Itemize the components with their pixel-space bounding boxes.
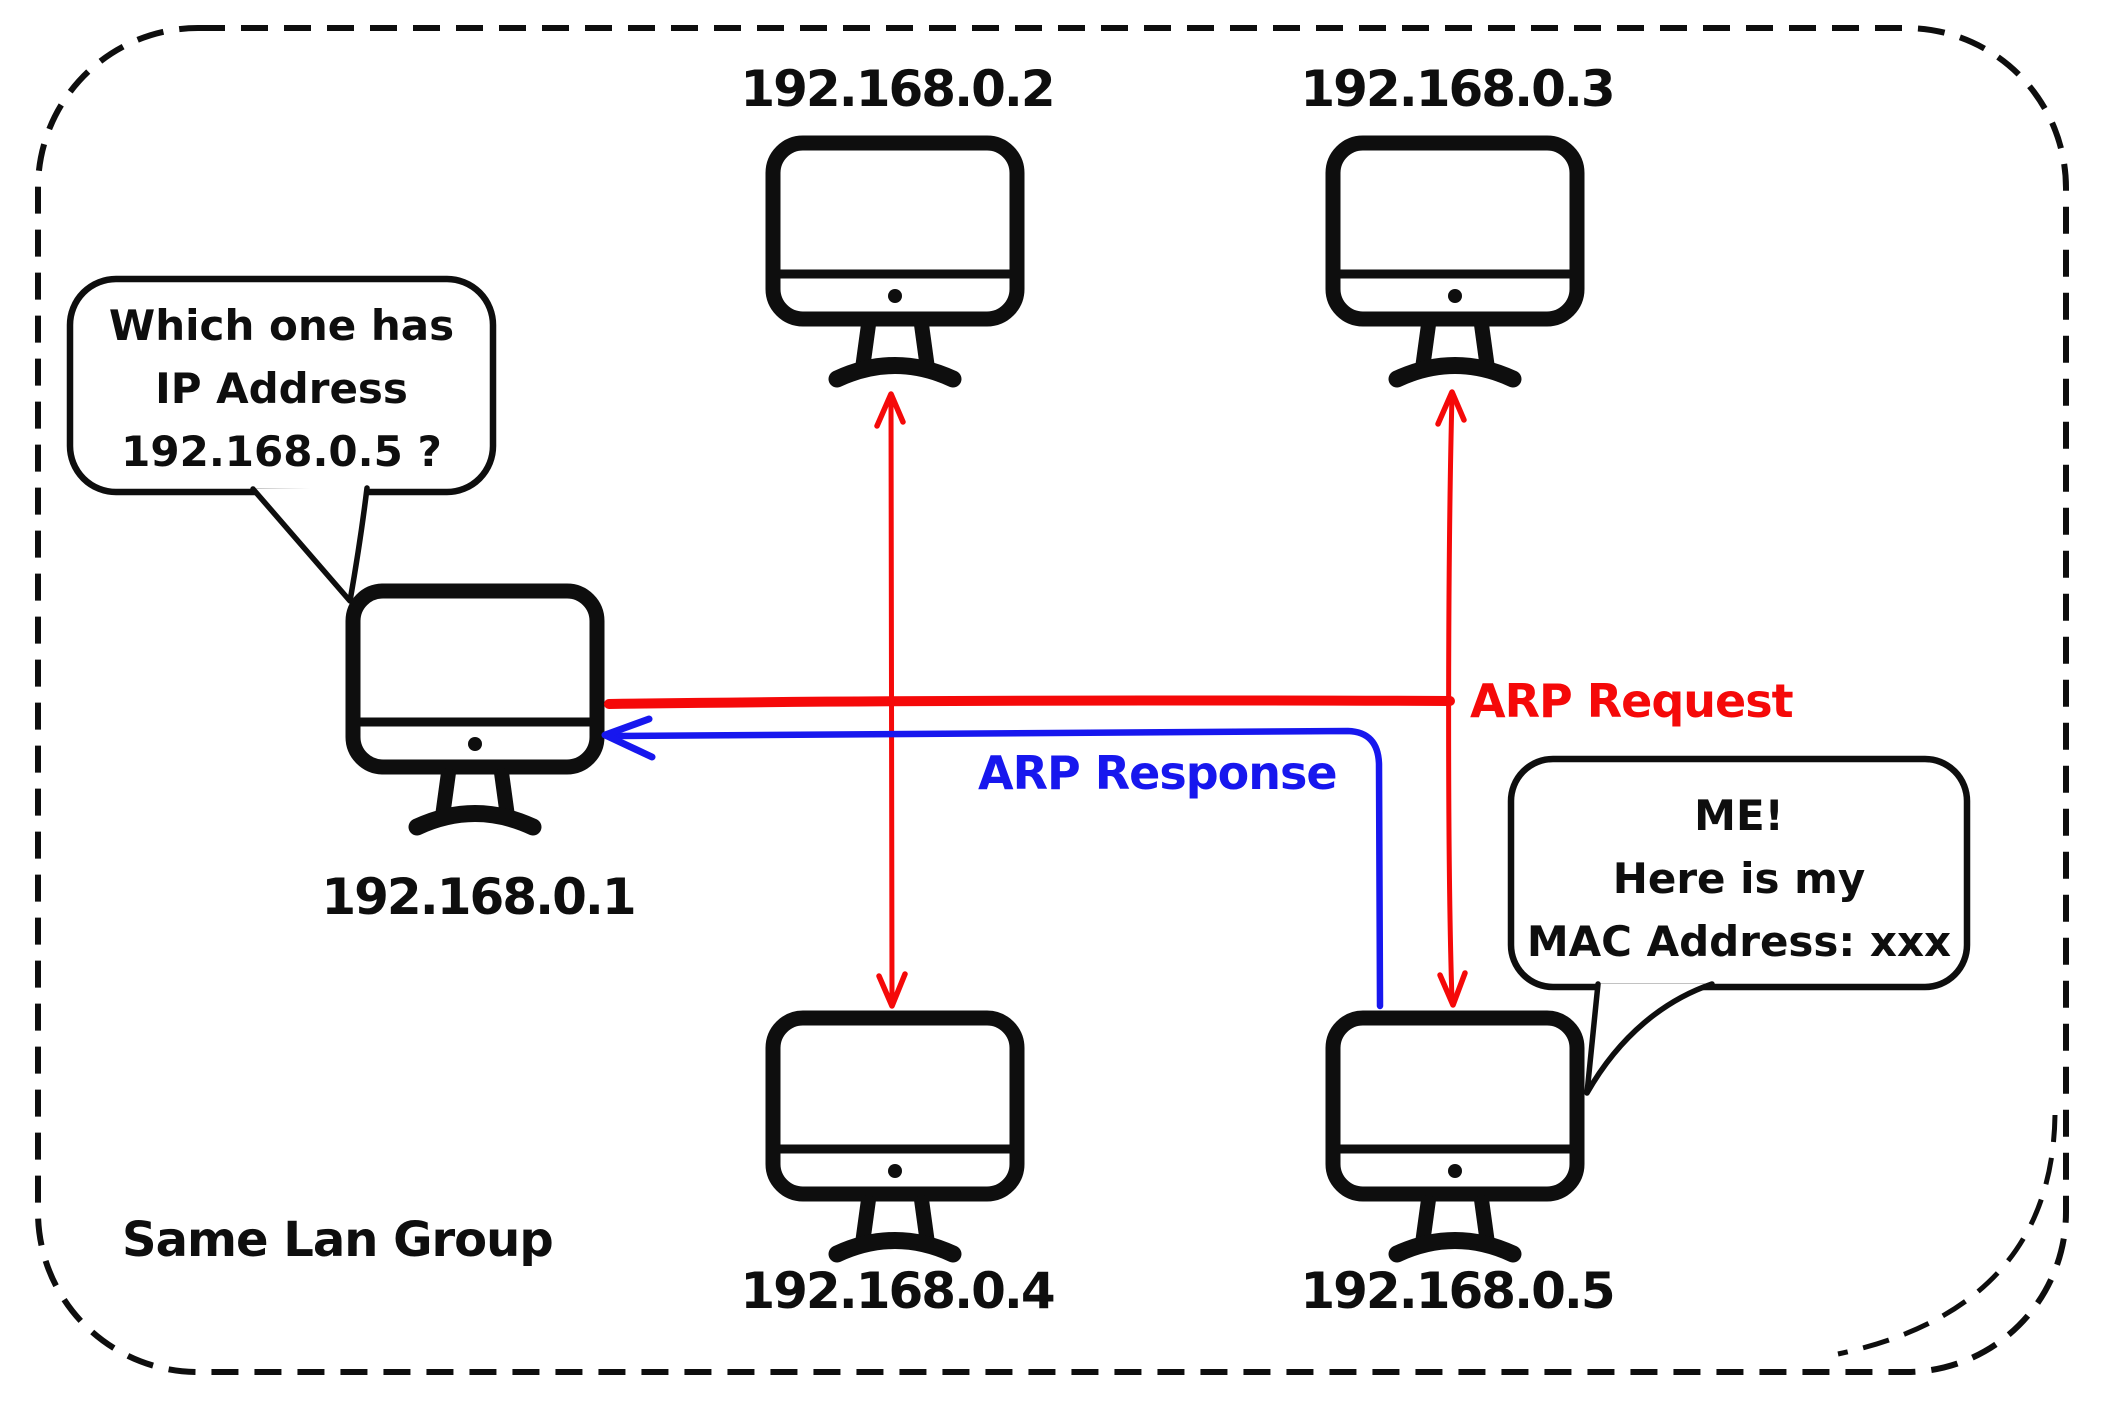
lan-boundary-border xyxy=(35,25,2069,1375)
question-line-1: Which one has xyxy=(108,300,455,350)
arrowhead-down-pc5 xyxy=(1437,970,1468,1008)
arp-request-line-main xyxy=(604,695,1455,709)
answer-line-1: ME! xyxy=(1694,790,1784,840)
arrowhead-up-pc3 xyxy=(1435,389,1467,427)
arp-request-line-pc2-pc4 xyxy=(888,393,895,1003)
ip-label-pc1: 192.168.0.1 xyxy=(321,868,636,926)
arp-response-arrow xyxy=(601,715,1384,1010)
arrowhead-up-pc2 xyxy=(874,391,906,429)
arp-response-label: ARP Response xyxy=(978,746,1338,800)
arp-request-arrows xyxy=(604,389,1468,1009)
computer-icon-192-168-0-5 xyxy=(1333,1018,1577,1254)
question-line-2: IP Address xyxy=(155,363,408,413)
speech-bubble-question-shape xyxy=(66,275,497,604)
answer-line-3: MAC Address: xxx xyxy=(1526,916,1952,966)
arp-request-label: ARP Request xyxy=(1470,674,1794,728)
ip-label-pc3: 192.168.0.3 xyxy=(1300,60,1615,118)
question-line-3: 192.168.0.5 ? xyxy=(121,426,442,476)
lan-group-label: Same Lan Group xyxy=(122,1212,554,1268)
arp-response-line xyxy=(608,727,1384,1010)
arp-request-line-pc3-pc5 xyxy=(1446,393,1455,1003)
computer-icon-192-168-0-1 xyxy=(353,591,597,827)
arrowhead-left-pc1 xyxy=(601,715,656,761)
computer-icon-192-168-0-3 xyxy=(1333,143,1577,379)
answer-bubble-text: ME! Here is my MAC Address: xxx xyxy=(1511,772,1967,984)
arrowhead-down-pc4 xyxy=(876,971,908,1009)
lan-boundary-border-overlap xyxy=(1837,1114,2058,1357)
ip-label-pc5: 192.168.0.5 xyxy=(1300,1262,1615,1320)
computer-icon-192-168-0-2 xyxy=(773,143,1017,379)
speech-bubble-answer-shape xyxy=(1507,755,1971,1096)
ip-label-pc2: 192.168.0.2 xyxy=(740,60,1055,118)
question-bubble-text: Which one has IP Address 192.168.0.5 ? xyxy=(70,288,493,488)
answer-line-2: Here is my xyxy=(1612,853,1866,903)
ip-label-pc4: 192.168.0.4 xyxy=(740,1262,1055,1320)
computer-icon-192-168-0-4 xyxy=(773,1018,1017,1254)
